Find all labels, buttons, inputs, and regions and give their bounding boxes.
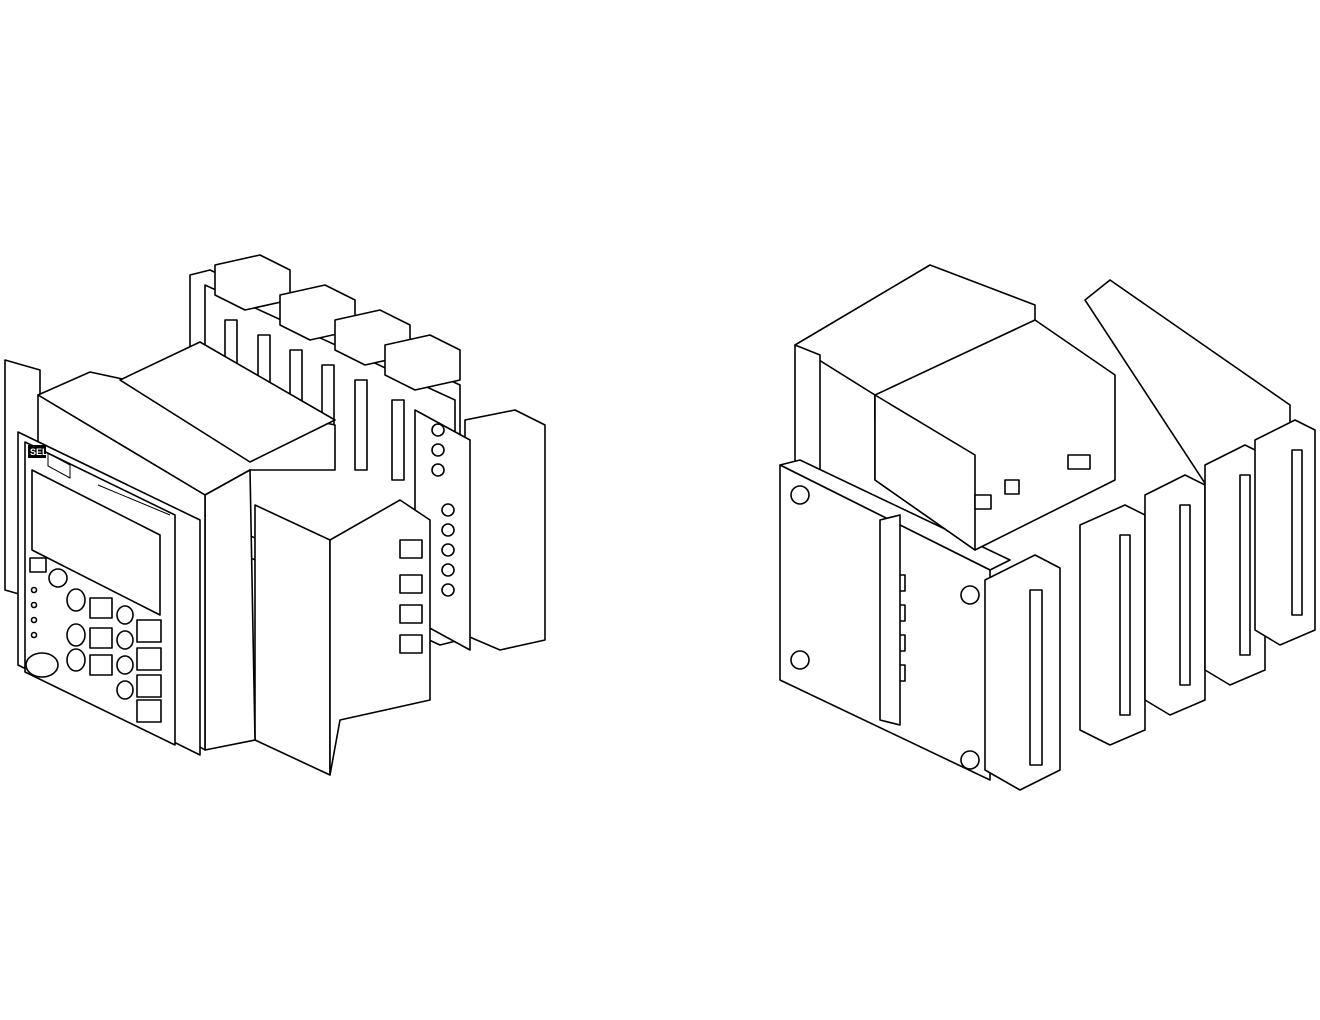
relay-front-view: SEL [4, 254, 546, 776]
relay-rear-view [779, 264, 1316, 791]
terminal-blocks [984, 419, 1316, 791]
mounting-plate-bottom [254, 504, 331, 776]
serial-port [25, 652, 59, 678]
home-button[interactable] [48, 568, 68, 588]
front-buttons [25, 557, 162, 723]
housing-side [204, 469, 256, 751]
connector-column [431, 423, 455, 597]
sel-logo: SEL [28, 445, 48, 458]
svg-text:SEL: SEL [30, 447, 48, 457]
ethernet-ports [399, 539, 423, 654]
button[interactable] [29, 557, 47, 573]
lcd-display [31, 469, 161, 616]
